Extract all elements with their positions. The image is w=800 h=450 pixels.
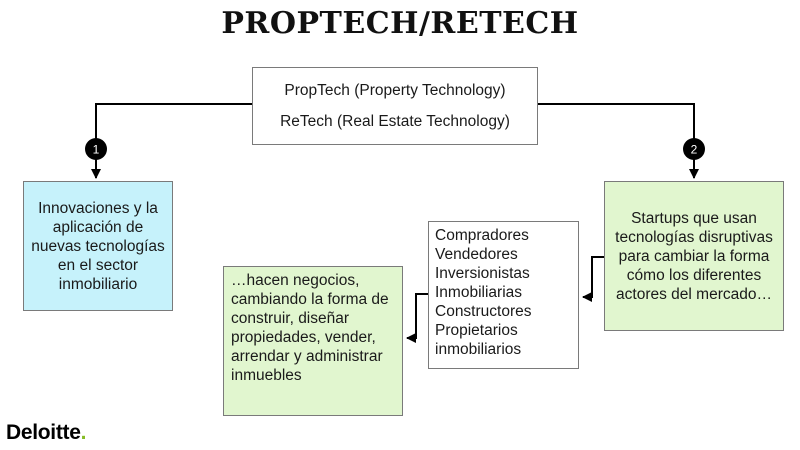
actor-item: Propietarios inmobiliarios — [435, 322, 522, 358]
badge-2-label: 2 — [691, 143, 698, 157]
left-branch-connector — [91, 103, 252, 179]
startups-text: Startups que usan tecnologías disruptiva… — [615, 209, 773, 303]
startups-to-actors-connector — [582, 256, 604, 302]
proptech-definition: PropTech (Property Technology) — [284, 81, 506, 99]
right-branch-connector — [538, 103, 699, 179]
badge-2: 2 — [683, 138, 705, 160]
actor-item: Inversionistas — [435, 265, 530, 282]
innovation-box: Innovaciones y la aplicación de nuevas t… — [23, 181, 173, 311]
actor-item: Constructores — [435, 303, 532, 320]
actor-item: Compradores — [435, 227, 529, 244]
innovation-text: Innovaciones y la aplicación de nuevas t… — [31, 199, 165, 293]
actors-to-result-connector — [406, 293, 428, 343]
logo-text: Deloitte — [6, 421, 81, 444]
startups-box: Startups que usan tecnologías disruptiva… — [604, 181, 784, 331]
badge-1-label: 1 — [93, 143, 100, 157]
retech-definition: ReTech (Real Estate Technology) — [280, 113, 510, 131]
actor-item: Inmobiliarias — [435, 284, 523, 301]
definition-box: PropTech (Property Technology) ReTech (R… — [252, 67, 538, 145]
deloitte-logo: Deloitte. — [6, 421, 86, 445]
result-text: …hacen negocios, cambiando la forma de c… — [231, 272, 389, 384]
actor-item: Vendedores — [435, 246, 518, 263]
badge-1: 1 — [85, 138, 107, 160]
market-actors-box: Compradores Vendedores Inversionistas In… — [428, 221, 579, 369]
result-box: …hacen negocios, cambiando la forma de c… — [223, 266, 403, 416]
page-title: PROPTECH/RETECH — [221, 6, 579, 41]
logo-dot: . — [80, 421, 87, 444]
actors-list: Compradores Vendedores Inversionistas In… — [435, 226, 572, 359]
